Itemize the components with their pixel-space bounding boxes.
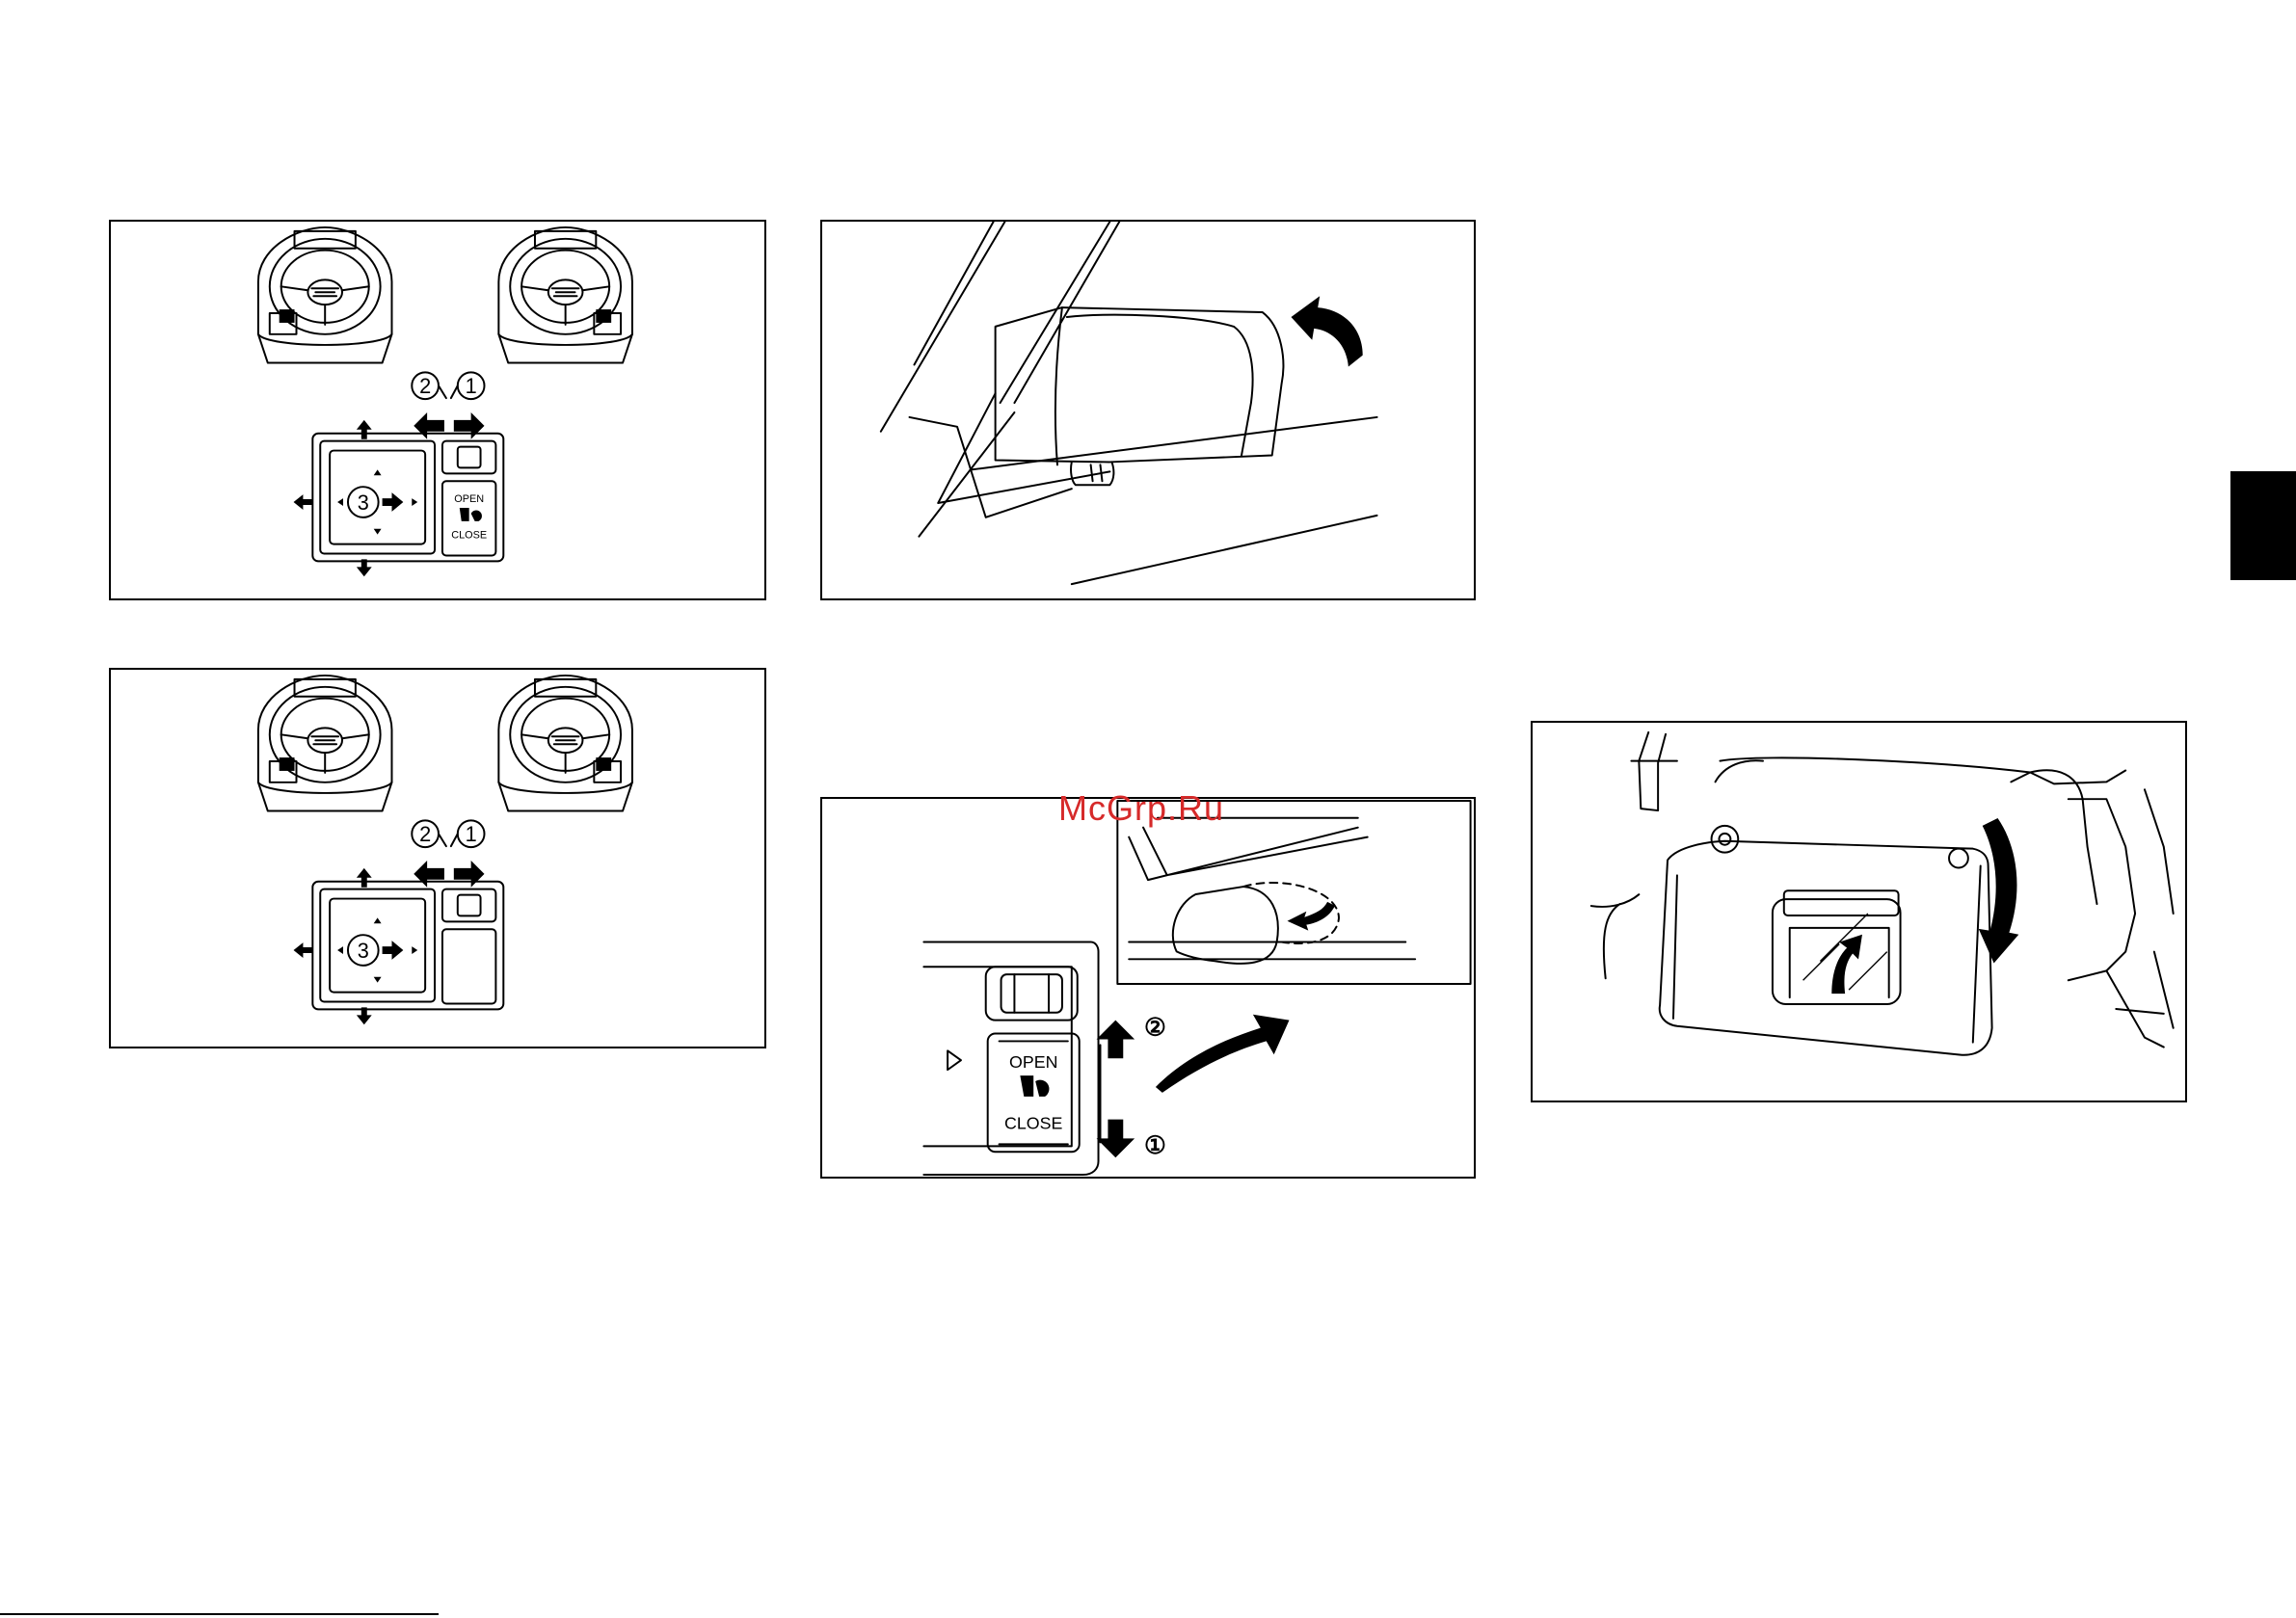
arrow-icon [383,941,404,960]
arrow-icon [414,412,444,439]
callout-2-label: 2 [419,822,431,846]
fold-icon [460,508,482,521]
callout-2-label: 2 [419,374,431,398]
arrow-icon [357,420,372,439]
arrow-icon [294,494,313,510]
arrow-icon [1979,818,2019,963]
arrow-icon [1156,1015,1290,1093]
switch-open-label: OPEN [1009,1052,1057,1072]
figure-mirror-control-without-fold: 2 1 3 [109,668,766,1048]
blank-switch [442,929,495,1003]
mirror-select-switch [458,447,481,468]
steering-wheel-icon [498,676,632,811]
arrow-icon [1097,1021,1135,1059]
arrow-icon [1288,902,1335,931]
figure-auto-fold: OPEN CLOSE ② ① [820,797,1476,1179]
fold-icon [1020,1075,1049,1097]
watermark: McGrp.Ru [1058,788,1224,829]
sun-visor [1660,841,1992,1055]
arrow-icon [1831,935,1862,994]
switch-close-label: CLOSE [451,530,487,542]
figure-sun-visor [1531,721,2187,1102]
callout-3-label: 3 [358,491,369,515]
arrow-icon [357,868,372,888]
switch-close-label: CLOSE [1004,1114,1062,1133]
mirror-control-illustration: 2 1 3 [111,670,764,1047]
steering-wheel-icon [498,227,632,363]
mirror-select-switch [458,895,481,916]
arrow-icon [454,861,485,888]
figure-mirror-control-with-fold: 2 1 3 OPEN CLOSE [109,220,766,600]
mirror-housing-open [996,307,1284,462]
callout-1-label: 1 [466,822,477,846]
arrow-icon [383,492,404,512]
callout-3-label: 3 [358,939,369,963]
mirror-folded [1173,887,1278,964]
switch-panel [312,882,503,1010]
figure-mirror-fold [820,220,1476,600]
callout-2-label: ② [1144,1014,1166,1041]
fold-switch [988,1034,1080,1153]
arrow-icon [1097,1120,1135,1158]
triangle-right-icon [948,1050,961,1070]
steering-wheel-icon [258,676,392,811]
auto-fold-illustration: OPEN CLOSE ② ① [822,799,1474,1177]
mirror-fold-illustration [822,222,1474,598]
footer-rule [0,1613,439,1615]
callout-1-label: 1 [466,374,477,398]
mirror-control-illustration: 2 1 3 OPEN CLOSE [111,222,764,598]
steering-wheel-icon [258,227,392,363]
arrow-icon [1291,296,1362,366]
arrow-icon [294,942,313,958]
arrow-icon [454,412,485,439]
callout-1-label: ① [1144,1132,1166,1159]
sun-visor-illustration [1533,723,2185,1101]
arrow-icon [414,861,444,888]
section-tab-marker [2230,471,2296,580]
switch-open-label: OPEN [454,493,484,505]
